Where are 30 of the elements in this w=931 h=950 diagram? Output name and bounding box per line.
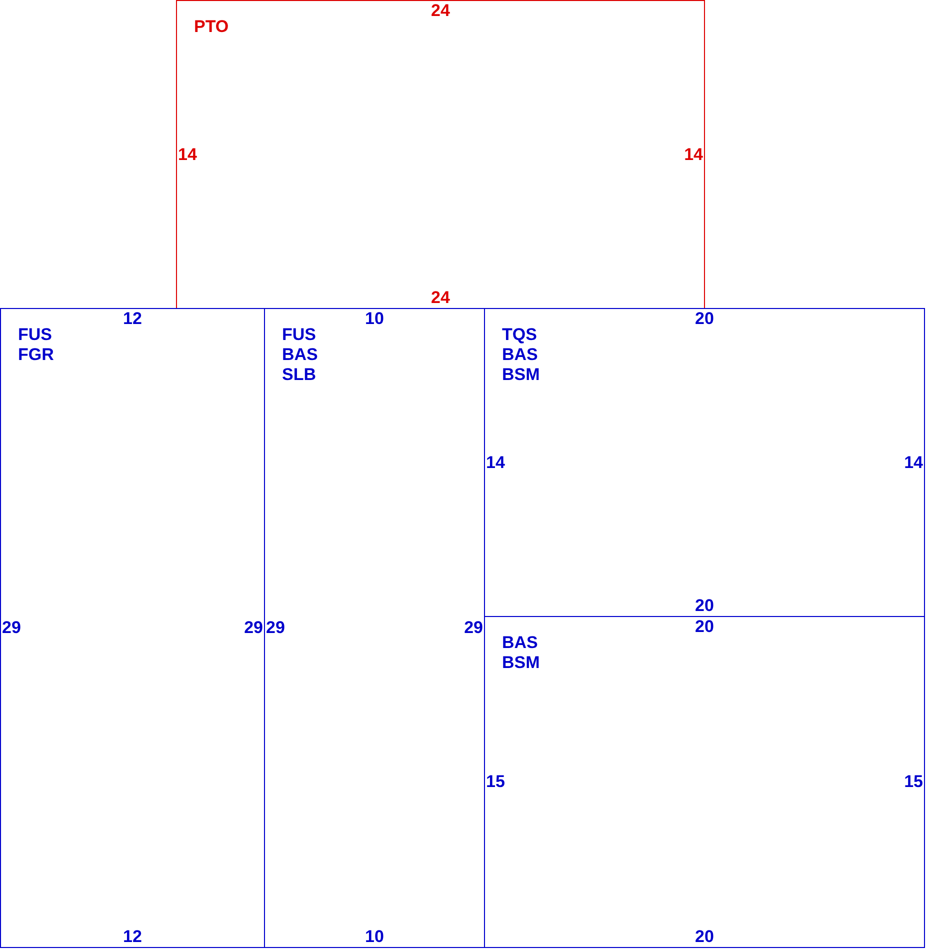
room-code-label: TQS BAS BSM bbox=[502, 325, 541, 385]
dimension-label: 15 bbox=[904, 773, 923, 791]
dimension-label: 20 bbox=[695, 928, 714, 946]
room-code-label: BAS BSM bbox=[502, 633, 541, 673]
dimension-label: 14 bbox=[904, 454, 923, 472]
dimension-label: 29 bbox=[2, 619, 21, 637]
dimension-label: 15 bbox=[486, 773, 505, 791]
dimension-label: 12 bbox=[123, 310, 142, 328]
dimension-label: 29 bbox=[244, 619, 263, 637]
room-code-label: PTO bbox=[194, 17, 230, 37]
dimension-label: 14 bbox=[486, 454, 505, 472]
dimension-label: 20 bbox=[695, 618, 714, 636]
dimension-label: 10 bbox=[365, 310, 384, 328]
room-code-label: FUS FGR bbox=[18, 325, 55, 365]
dimension-label: 14 bbox=[178, 146, 197, 164]
dimension-label: 29 bbox=[464, 619, 483, 637]
dimension-label: 20 bbox=[695, 310, 714, 328]
room-box bbox=[484, 308, 925, 617]
room-box bbox=[264, 308, 485, 948]
room-code-label: FUS BAS SLB bbox=[282, 325, 319, 385]
dimension-label: 24 bbox=[431, 289, 450, 307]
dimension-label: 10 bbox=[365, 928, 384, 946]
dimension-label: 24 bbox=[431, 2, 450, 20]
dimension-label: 20 bbox=[695, 597, 714, 615]
dimension-label: 29 bbox=[266, 619, 285, 637]
dimension-label: 12 bbox=[123, 928, 142, 946]
dimension-label: 14 bbox=[684, 146, 703, 164]
room-box bbox=[484, 616, 925, 948]
room-box bbox=[0, 308, 265, 948]
room-box bbox=[176, 0, 705, 309]
